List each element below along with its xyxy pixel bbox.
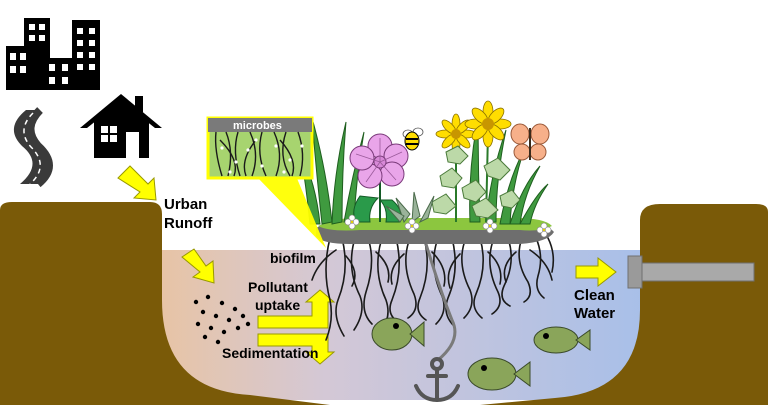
anchor-icon	[414, 357, 460, 403]
biofilm-label: biofilm	[270, 250, 316, 266]
house-icon	[80, 94, 162, 158]
runoff-arrow-1	[117, 165, 157, 201]
clean-water-arrow	[575, 256, 617, 288]
fish-icon	[467, 357, 531, 391]
sedimentation-label: Sedimentation	[222, 345, 318, 361]
white-flowers	[344, 214, 552, 238]
flower-pink-icon	[349, 133, 409, 223]
pollutant-uptake-label-line2: uptake	[255, 297, 300, 313]
microbes-inset	[206, 116, 314, 180]
microbes-label: microbes	[233, 120, 282, 132]
outlet-pipe	[641, 262, 755, 282]
buildings-icon	[6, 18, 100, 90]
fish-icon	[371, 317, 425, 351]
flower-yellow-icon	[431, 100, 521, 223]
soil-bank-left	[0, 202, 330, 405]
urban-runoff-label-line2: Runoff	[164, 215, 213, 232]
pollutant-uptake-label-line1: Pollutant	[248, 279, 308, 295]
runoff-arrow-2	[181, 248, 215, 284]
urban-runoff-label-line1: Urban	[164, 196, 207, 213]
sedimentation-arrow	[257, 333, 336, 365]
microbes-callout-pointer	[256, 176, 326, 248]
bee-icon	[402, 127, 424, 151]
pollutant-particles	[193, 294, 251, 345]
uptake-arrow	[257, 289, 336, 329]
road-icon	[13, 107, 53, 188]
outlet-pipe-cap	[627, 255, 643, 289]
succulent-plant	[385, 191, 435, 224]
butterfly-icon	[510, 123, 550, 161]
soil-bank-right	[480, 204, 768, 405]
anchor-line	[424, 243, 457, 362]
fish-icon	[533, 326, 591, 354]
clean-water-label-line1: Clean	[574, 287, 615, 304]
clean-water-label-line2: Water	[574, 305, 615, 322]
